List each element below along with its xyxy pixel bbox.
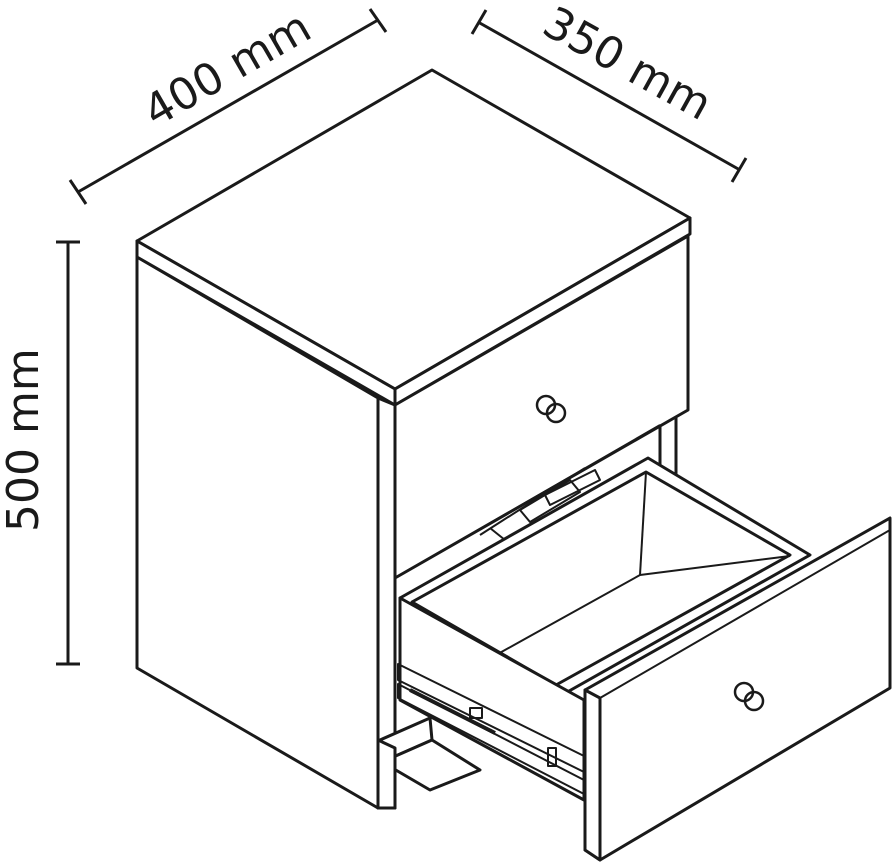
depth-dimension-tick-left — [470, 9, 488, 35]
bottom-drawer-knob-ring-b — [743, 690, 765, 712]
width-dimension-tick-right — [368, 8, 388, 33]
depth-dimension-line — [477, 20, 741, 172]
height-dimension-label: 500 mm — [0, 348, 49, 532]
bottom-drawer-front-edge — [583, 688, 602, 862]
bottom-drawer-knob-icon[interactable] — [733, 681, 765, 712]
cabinet — [135, 68, 692, 810]
slide-rail-bar — [409, 688, 496, 735]
plinth-top — [380, 738, 482, 792]
depth-dimension-tick-right — [730, 157, 748, 183]
top-drawer-front[interactable] — [393, 234, 690, 580]
slide-rail-clip — [469, 707, 483, 719]
top-drawer[interactable] — [393, 234, 690, 580]
slide-rail-stop — [547, 747, 557, 767]
bottom-drawer-box-back-corner — [639, 471, 647, 576]
depth-dimension-label: 350 mm — [535, 0, 720, 131]
plinth-edge — [376, 738, 397, 810]
width-dimension-tick-left — [68, 179, 88, 205]
cabinet-interior — [394, 424, 661, 579]
top-drawer-knob-icon[interactable] — [535, 394, 567, 424]
width-dimension-line — [77, 18, 379, 194]
cabinet-top-right-edge — [393, 216, 692, 407]
bottom-drawer[interactable] — [397, 456, 892, 862]
height-dimension: 500 mm — [0, 240, 80, 666]
interior-shelf-edge — [394, 424, 661, 579]
interior-rail-slot — [544, 469, 601, 506]
interior-rail-mark — [489, 527, 506, 541]
top-drawer-knob-ring-b — [545, 402, 567, 424]
bottom-drawer-front-top-line — [599, 529, 891, 699]
cabinet-lower-front — [376, 716, 482, 810]
